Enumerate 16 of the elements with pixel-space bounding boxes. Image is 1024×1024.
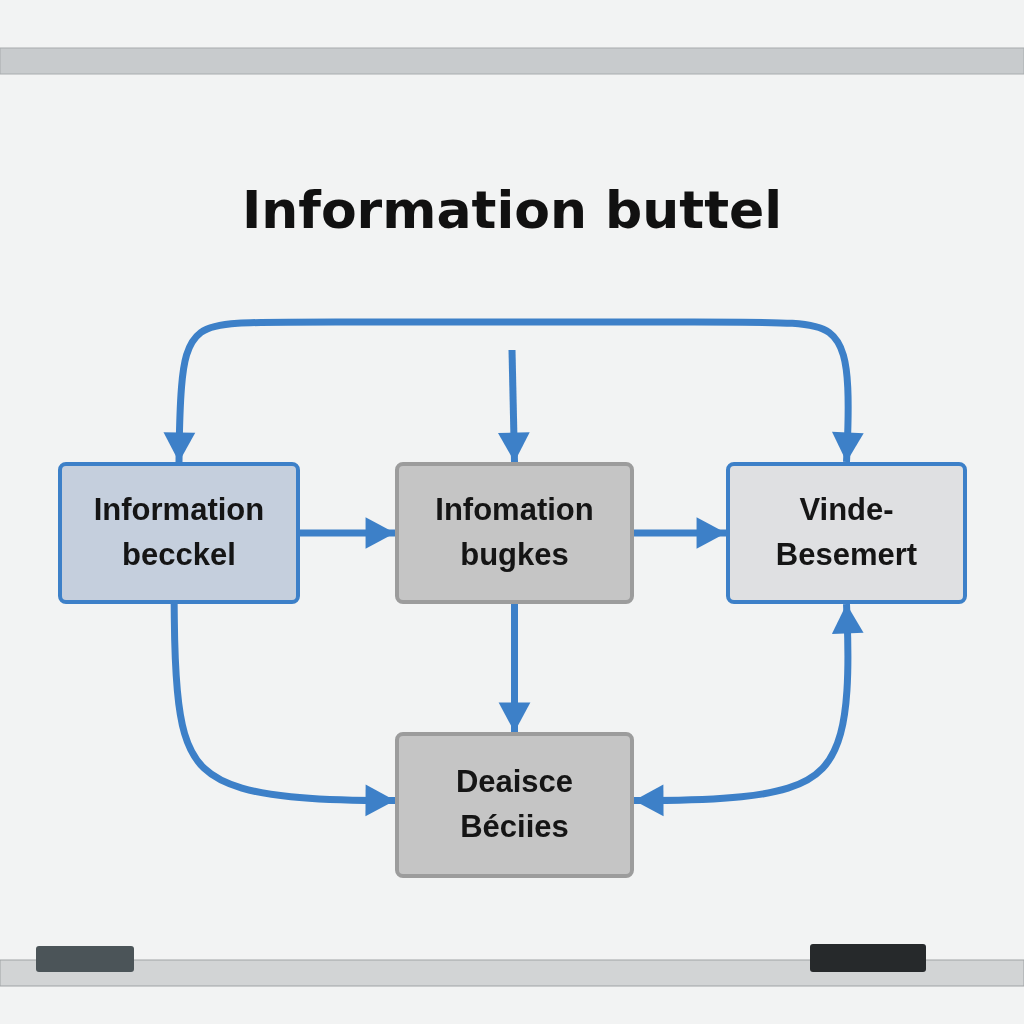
arrow xyxy=(634,603,864,817)
arrow xyxy=(634,517,726,549)
arrow xyxy=(300,517,395,549)
node-label: Deaisce Béciies xyxy=(454,763,575,846)
process-box xyxy=(395,462,634,604)
process-box xyxy=(58,462,300,604)
arrow xyxy=(170,603,395,817)
node-label: Infomation bugkes xyxy=(434,491,595,574)
process-box xyxy=(726,462,967,604)
arrow xyxy=(163,318,864,463)
node-label: Information becckel xyxy=(92,491,266,574)
process-box xyxy=(395,732,634,878)
arrow xyxy=(498,604,531,732)
node-label: Vinde- Besemert xyxy=(774,491,919,574)
title: Information buttel xyxy=(240,180,784,240)
arrow xyxy=(498,349,530,463)
